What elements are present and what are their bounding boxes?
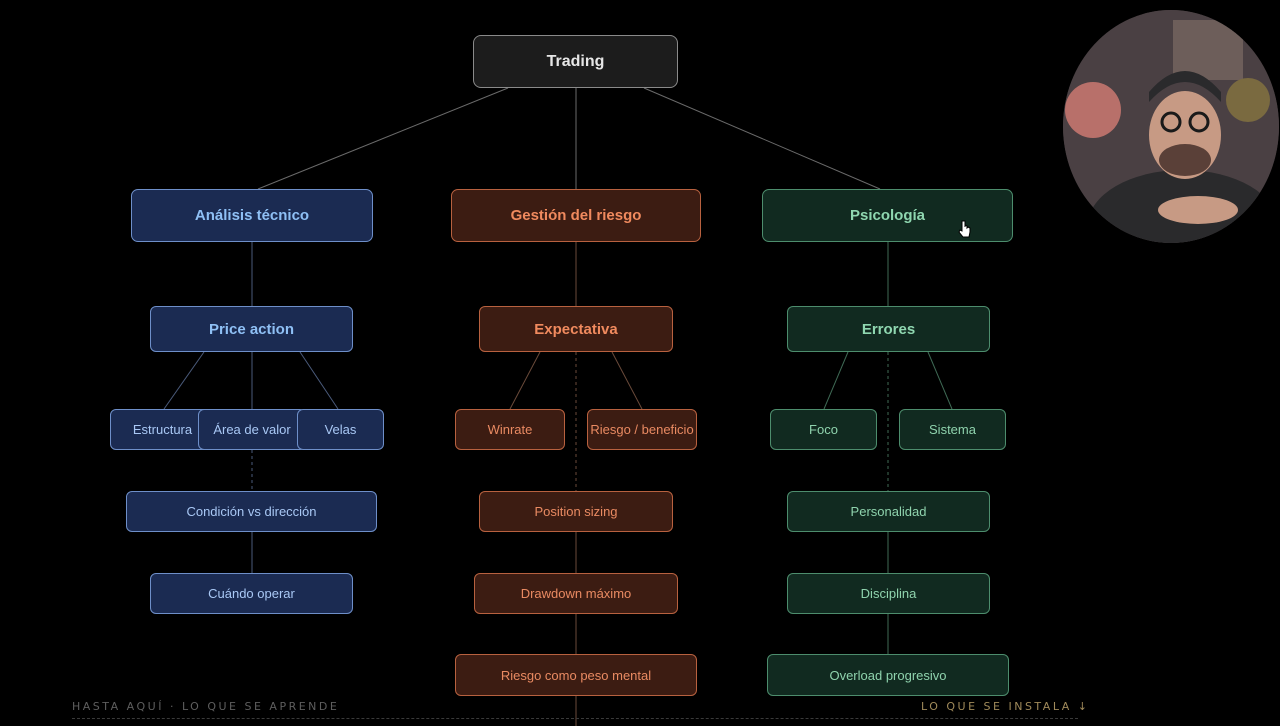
node-errores: Errores: [787, 306, 990, 352]
node-riesgo-como-peso-mental: Riesgo como peso mental: [455, 654, 697, 696]
node-overload-progresivo: Overload progresivo: [767, 654, 1009, 696]
presenter-silhouette: [1063, 10, 1279, 243]
webcam-overlay: [1063, 10, 1279, 243]
leaf-node-estructura: Estructura: [110, 409, 215, 450]
root-node-trading: Trading: [473, 35, 678, 88]
node-personalidad: Personalidad: [787, 491, 990, 532]
pointer-cursor-icon: [958, 220, 971, 238]
node-cuando-operar: Cuándo operar: [150, 573, 353, 614]
node-expectativa: Expectativa: [479, 306, 673, 352]
footer-right-label: LO QUE SE INSTALA ↓: [921, 700, 1090, 713]
leaf-node-velas: Velas: [297, 409, 384, 450]
leaf-node-riesgo-beneficio: Riesgo / beneficio: [587, 409, 697, 450]
footer-divider: [72, 718, 1078, 719]
node-drawdown-maximo: Drawdown máximo: [474, 573, 678, 614]
leaf-node-foco: Foco: [770, 409, 877, 450]
branch-node-gestion-del-riesgo: Gestión del riesgo: [451, 189, 701, 242]
branch-node-analisis-tecnico: Análisis técnico: [131, 189, 373, 242]
node-disciplina: Disciplina: [787, 573, 990, 614]
leaf-node-winrate: Winrate: [455, 409, 565, 450]
node-position-sizing: Position sizing: [479, 491, 673, 532]
branch-node-psicologia: Psicología: [762, 189, 1013, 242]
footer-left-label: HASTA AQUÍ · LO QUE SE APRENDE: [72, 700, 340, 713]
leaf-node-area-de-valor: Área de valor: [198, 409, 306, 450]
node-price-action: Price action: [150, 306, 353, 352]
node-condicion-vs-direccion: Condición vs dirección: [126, 491, 377, 532]
leaf-node-sistema: Sistema: [899, 409, 1006, 450]
